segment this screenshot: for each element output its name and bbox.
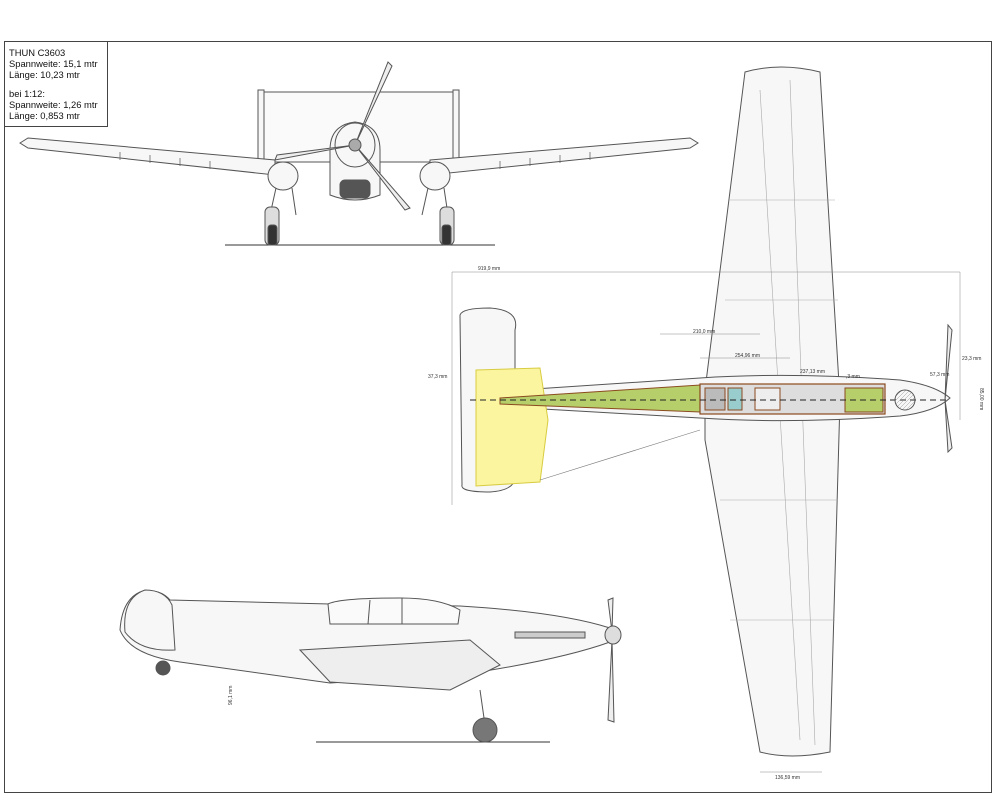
span-full: Spannweite: 15,1 mtr [9,58,98,69]
length-full: Länge: 10,23 mtr [9,69,80,80]
dim-57: 57,3 mm [930,372,949,378]
dim-96: 96,1 mm [228,686,234,705]
span-scaled: Spannweite: 1,26 mtr [9,99,98,110]
drawing-border [4,41,992,793]
plan-view [451,66,961,773]
spec-info-box: THUN C3603 Spannweite: 15,1 mtr Länge: 1… [4,41,108,127]
front-view [19,61,699,246]
dim-85: 85,00 mm [978,388,984,410]
dim-37: 37,3 mm [428,374,447,380]
model-name: THUN C3603 [9,47,66,58]
dim-3: ,3 mm [846,374,860,380]
dim-210: 210,0 mm [693,329,715,335]
length-scaled: Länge: 0,853 mtr [9,110,80,121]
side-view [119,589,622,743]
dim-136: 136,59 mm [775,775,800,781]
dim-overall-length: 919,9 mm [478,266,500,272]
dim-23: 23,3 mm [962,356,981,362]
dim-254: 254,96 mm [735,353,760,359]
dimension-labels: 919,9 mm 210,0 mm 254,96 mm 237,13 mm ,3… [228,266,984,781]
scale-label: bei 1:12: [9,88,45,99]
dim-237: 237,13 mm [800,369,825,375]
